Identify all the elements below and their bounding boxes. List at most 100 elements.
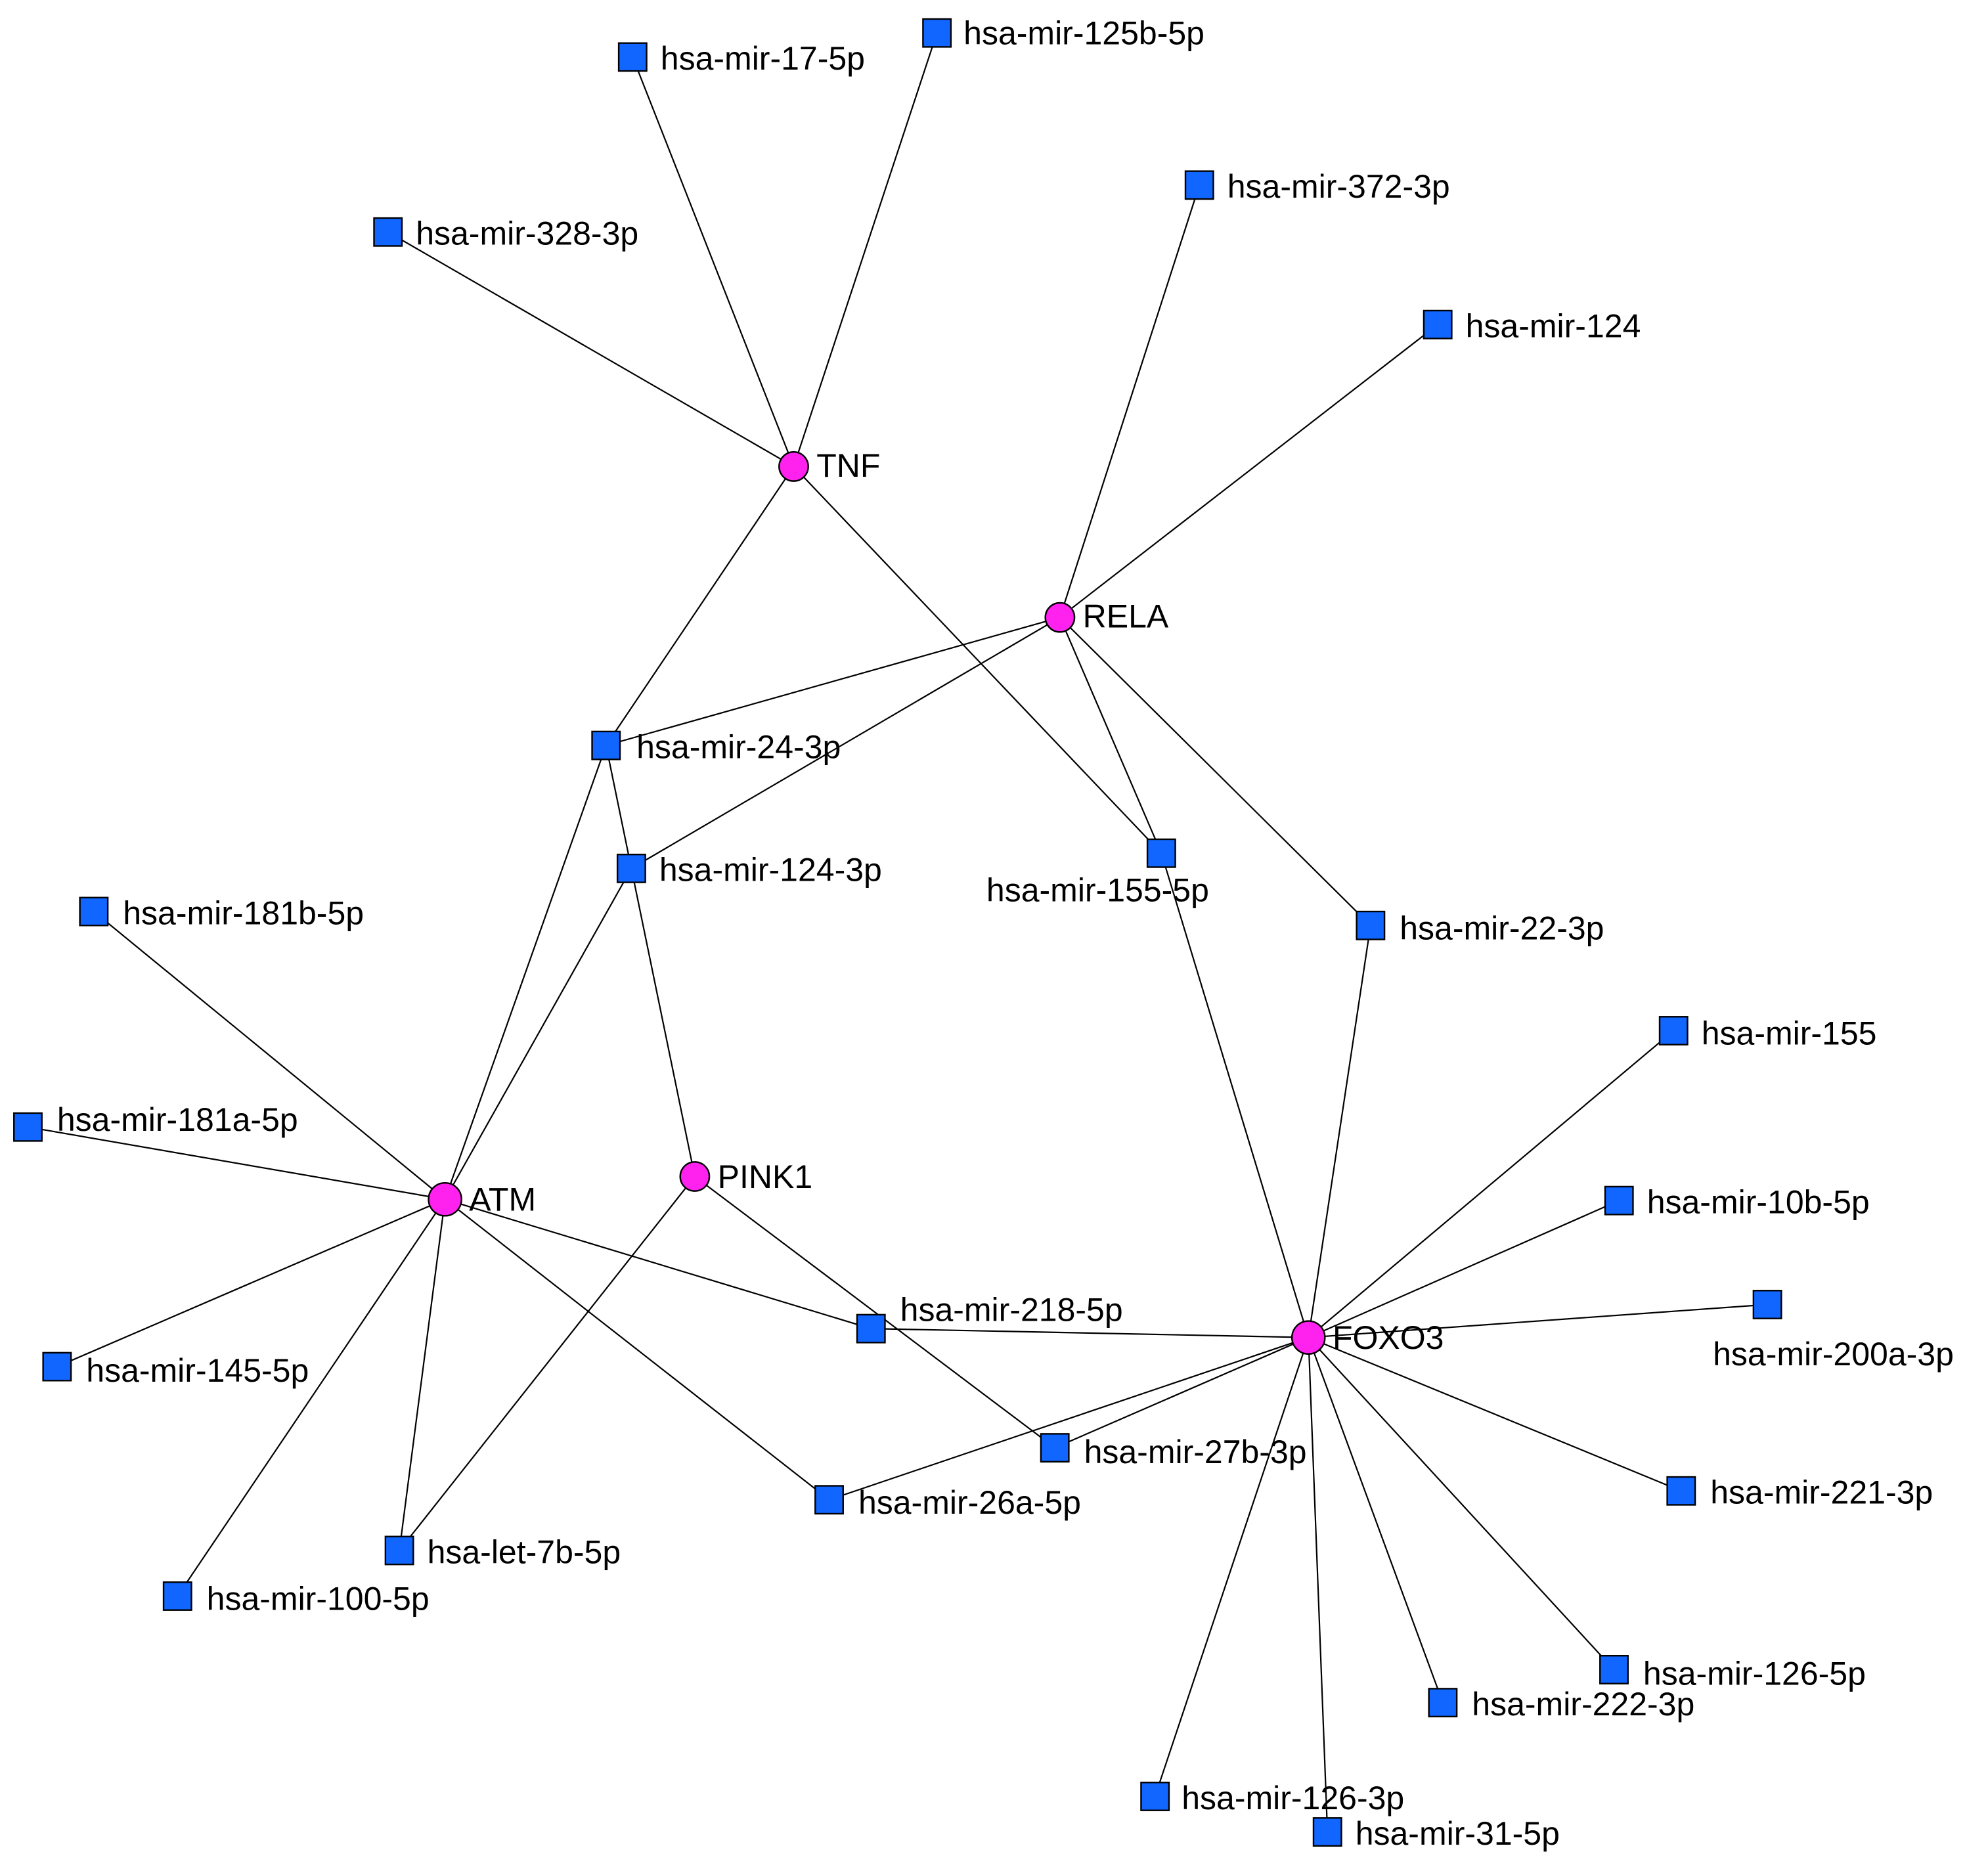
gene-label-foxo3: FOXO3 [1333, 1319, 1444, 1356]
edge-pink1-hsa-let-7b-5p [399, 1176, 696, 1551]
mirna-label-hsa-mir-145-5p: hsa-mir-145-5p [86, 1352, 309, 1389]
mirna-label-hsa-mir-372-3p: hsa-mir-372-3p [1227, 168, 1450, 205]
mirna-node-hsa-mir-27b-3p[interactable] [1040, 1433, 1070, 1463]
mirna-label-hsa-mir-126-3p: hsa-mir-126-3p [1182, 1780, 1404, 1816]
edge-foxo3-hsa-mir-27b-3p [1054, 1336, 1309, 1449]
mirna-node-hsa-mir-328-3p[interactable] [373, 217, 403, 247]
mirna-label-hsa-mir-124-3p: hsa-mir-124-3p [659, 852, 882, 889]
mirna-label-hsa-mir-27b-3p: hsa-mir-27b-3p [1084, 1434, 1307, 1470]
edge-foxo3-hsa-mir-126-5p [1308, 1336, 1615, 1671]
gene-node-tnf[interactable] [778, 451, 809, 482]
mirna-node-hsa-mir-126-5p[interactable] [1599, 1655, 1629, 1684]
mirna-label-hsa-mir-181b-5p: hsa-mir-181b-5p [123, 894, 364, 931]
mirna-node-hsa-mir-145-5p[interactable] [42, 1352, 72, 1382]
edge-pink1-hsa-mir-24-3p [605, 745, 696, 1177]
edge-foxo3-hsa-mir-221-3p [1308, 1336, 1682, 1492]
gene-node-atm[interactable] [428, 1181, 462, 1217]
nodes-layer [13, 18, 1782, 1847]
gene-label-pink1: PINK1 [718, 1158, 813, 1195]
mirna-label-hsa-mir-125b-5p: hsa-mir-125b-5p [963, 15, 1204, 52]
mirna-label-hsa-mir-10b-5p: hsa-mir-10b-5p [1647, 1183, 1870, 1220]
mirna-label-hsa-mir-126-5p: hsa-mir-126-5p [1643, 1656, 1866, 1692]
edge-atm-hsa-mir-218-5p [445, 1198, 872, 1330]
edges-layer [28, 32, 1768, 1832]
mirna-node-hsa-mir-200a-3p[interactable] [1752, 1290, 1782, 1319]
edge-rela-hsa-mir-124-3p [630, 617, 1061, 869]
edge-atm-hsa-mir-124-3p [444, 868, 632, 1200]
edge-tnf-hsa-mir-328-3p [387, 231, 795, 468]
edge-foxo3-hsa-mir-155 [1308, 1030, 1674, 1338]
gene-node-rela[interactable] [1044, 602, 1076, 633]
mirna-node-hsa-mir-10b-5p[interactable] [1604, 1185, 1634, 1216]
edge-atm-hsa-mir-26a-5p [444, 1198, 830, 1501]
edge-atm-hsa-let-7b-5p [399, 1199, 446, 1551]
gene-label-rela: RELA [1083, 598, 1169, 635]
mirna-label-hsa-mir-328-3p: hsa-mir-328-3p [416, 215, 638, 252]
mirna-label-hsa-mir-17-5p: hsa-mir-17-5p [661, 40, 865, 77]
mirna-node-hsa-mir-221-3p[interactable] [1666, 1476, 1696, 1506]
edge-tnf-hsa-mir-125b-5p [793, 32, 938, 467]
edge-foxo3-hsa-mir-10b-5p [1308, 1200, 1620, 1338]
mirna-label-hsa-mir-24-3p: hsa-mir-24-3p [636, 728, 841, 765]
mirna-node-hsa-mir-124[interactable] [1423, 309, 1453, 340]
edge-rela-hsa-mir-24-3p [606, 617, 1061, 747]
mirna-label-hsa-mir-218-5p: hsa-mir-218-5p [900, 1292, 1123, 1329]
mirna-node-hsa-mir-17-5p[interactable] [617, 42, 648, 72]
mirna-label-hsa-mir-222-3p: hsa-mir-222-3p [1472, 1686, 1694, 1723]
mirna-label-hsa-mir-100-5p: hsa-mir-100-5p [207, 1581, 430, 1617]
edge-rela-hsa-mir-124 [1059, 324, 1438, 619]
mirna-node-hsa-mir-24-3p[interactable] [591, 730, 621, 760]
mirna-node-hsa-mir-26a-5p[interactable] [814, 1485, 844, 1515]
edge-foxo3-hsa-mir-126-3p [1154, 1337, 1310, 1797]
gene-label-tnf: TNF [816, 447, 880, 484]
edge-foxo3-hsa-mir-155-5p [1160, 852, 1310, 1338]
edge-tnf-hsa-mir-17-5p [632, 56, 795, 467]
mirna-label-hsa-mir-181a-5p: hsa-mir-181a-5p [57, 1101, 298, 1138]
mirna-node-hsa-mir-155[interactable] [1658, 1016, 1689, 1045]
mirna-node-hsa-mir-125b-5p[interactable] [922, 18, 952, 48]
mirna-label-hsa-mir-124: hsa-mir-124 [1466, 308, 1641, 345]
mirna-node-hsa-mir-124-3p[interactable] [616, 853, 646, 883]
edge-foxo3-hsa-mir-31-5p [1308, 1337, 1329, 1832]
edge-tnf-hsa-mir-24-3p [605, 466, 795, 746]
mirna-node-hsa-mir-100-5p[interactable] [162, 1581, 192, 1611]
gene-node-foxo3[interactable] [1291, 1320, 1326, 1355]
mirna-node-hsa-mir-126-3p[interactable] [1140, 1782, 1170, 1811]
mirna-node-hsa-let-7b-5p[interactable] [384, 1535, 414, 1566]
edge-rela-hsa-mir-372-3p [1059, 185, 1201, 618]
edge-atm-hsa-mir-181b-5p [93, 911, 446, 1200]
mirna-label-hsa-mir-26a-5p: hsa-mir-26a-5p [858, 1484, 1081, 1521]
mirna-label-hsa-mir-31-5p: hsa-mir-31-5p [1356, 1815, 1560, 1852]
edge-tnf-hsa-mir-155-5p [793, 466, 1162, 854]
edge-foxo3-hsa-mir-26a-5p [829, 1336, 1309, 1501]
mirna-node-hsa-mir-218-5p[interactable] [856, 1313, 886, 1344]
edge-atm-hsa-mir-145-5p [56, 1198, 446, 1368]
mirna-node-hsa-mir-31-5p[interactable] [1312, 1817, 1342, 1847]
mirna-label-hsa-mir-155: hsa-mir-155 [1702, 1015, 1877, 1052]
mirna-node-hsa-mir-155-5p[interactable] [1146, 838, 1176, 868]
edge-atm-hsa-mir-24-3p [444, 745, 607, 1200]
gene-node-pink1[interactable] [679, 1161, 711, 1192]
gene-label-atm: ATM [469, 1181, 536, 1218]
edge-foxo3-hsa-mir-22-3p [1308, 925, 1371, 1338]
edge-foxo3-hsa-mir-222-3p [1308, 1337, 1444, 1704]
edge-atm-hsa-mir-100-5p [177, 1198, 446, 1597]
mirna-node-hsa-mir-181b-5p[interactable] [79, 896, 109, 927]
mirna-node-hsa-mir-372-3p[interactable] [1184, 170, 1214, 200]
edge-pink1-hsa-mir-27b-3p [694, 1176, 1055, 1449]
edge-foxo3-hsa-mir-200a-3p [1308, 1304, 1768, 1338]
mirna-node-hsa-mir-222-3p[interactable] [1428, 1688, 1458, 1718]
mirna-node-hsa-mir-181a-5p[interactable] [13, 1112, 43, 1142]
edge-foxo3-hsa-mir-218-5p [871, 1328, 1309, 1338]
mirna-label-hsa-mir-221-3p: hsa-mir-221-3p [1710, 1474, 1933, 1511]
edge-rela-hsa-mir-22-3p [1059, 617, 1371, 927]
mirna-label-hsa-mir-200a-3p: hsa-mir-200a-3p [1713, 1336, 1954, 1373]
mirna-label-hsa-mir-155-5p: hsa-mir-155-5p [986, 872, 1209, 909]
mirna-node-hsa-mir-22-3p[interactable] [1356, 910, 1386, 940]
mirna-label-hsa-let-7b-5p: hsa-let-7b-5p [428, 1533, 621, 1570]
edge-atm-hsa-mir-181a-5p [28, 1126, 445, 1200]
mirna-label-hsa-mir-22-3p: hsa-mir-22-3p [1400, 910, 1604, 946]
